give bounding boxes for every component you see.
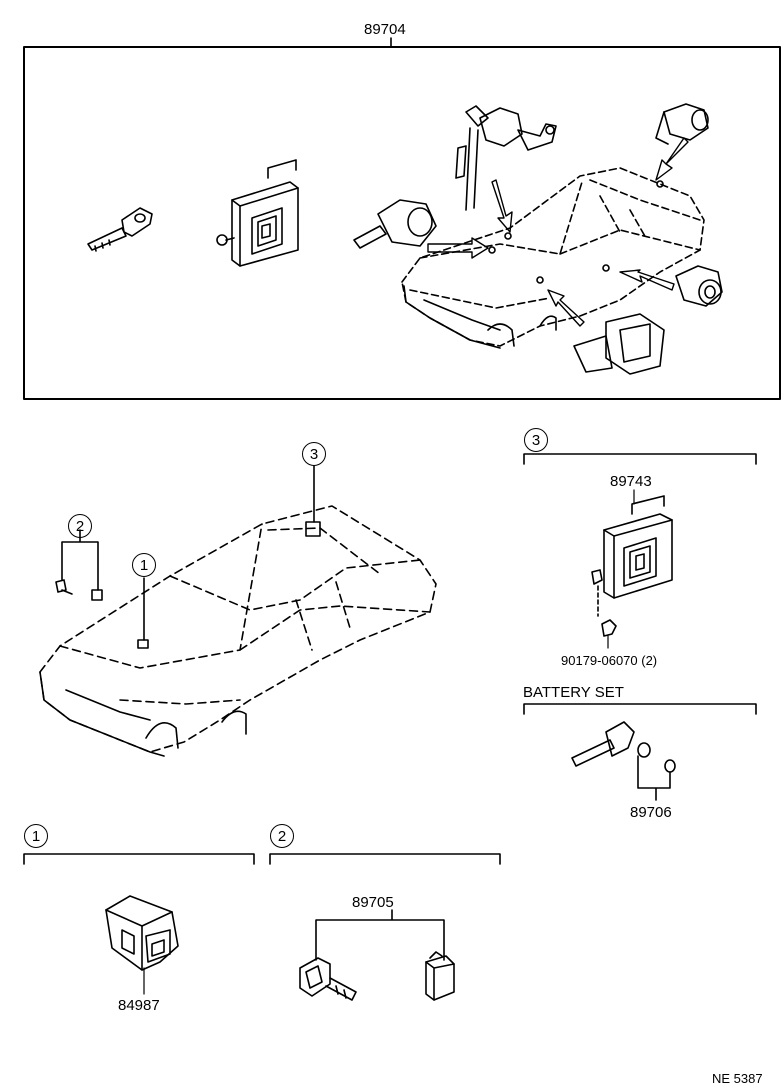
car-body-main (39, 465, 321, 757)
ignition-lock-icon (353, 199, 437, 249)
trunk-lock-icon (655, 103, 709, 145)
battery-set-title: BATTERY SET (523, 684, 624, 701)
section3-bracket (523, 453, 757, 465)
security-module-icon (603, 489, 673, 599)
callout-3-marker: 3 (302, 442, 326, 466)
battery-cells-icon (637, 742, 676, 801)
battery-set-bracket (523, 703, 757, 715)
transmitter-key-icon (299, 957, 357, 1001)
screw-icon (591, 569, 617, 649)
kit-part-number: 89704 (364, 21, 406, 38)
callout-2-bracket (55, 529, 103, 601)
screw-part-number: 90179-06070 (2) (561, 653, 658, 668)
door-lock-cylinder-icon (455, 105, 557, 211)
callout-1-marker: 1 (132, 553, 156, 577)
key-battery-cover-icon (425, 951, 455, 1001)
section3-number: 3 (524, 428, 548, 452)
sensor-part-number: 84987 (118, 997, 160, 1014)
battery-part-number: 89706 (630, 804, 672, 821)
car-body-top (403, 180, 664, 349)
car-outline-main (39, 505, 437, 753)
side-lock-cylinder-icon (675, 265, 723, 307)
sensor-unit-icon (105, 895, 179, 995)
section2-number: 2 (270, 824, 294, 848)
section1-number: 1 (24, 824, 48, 848)
car-outline-top (401, 167, 705, 347)
receiver-module-icon (216, 159, 299, 267)
kit-frame (23, 37, 781, 400)
illustration-code: NE 5387 (712, 1071, 763, 1086)
module-part-number: 89743 (610, 473, 652, 490)
transmitter-part-number: 89705 (352, 894, 394, 911)
battery-key-icon (571, 721, 635, 767)
section1-bracket (23, 853, 255, 865)
key-icon (87, 207, 153, 252)
door-actuator-icon (573, 313, 665, 375)
callout-arrows-top (427, 137, 689, 327)
section2-bracket (269, 853, 501, 961)
callout-2-marker: 2 (68, 514, 92, 538)
